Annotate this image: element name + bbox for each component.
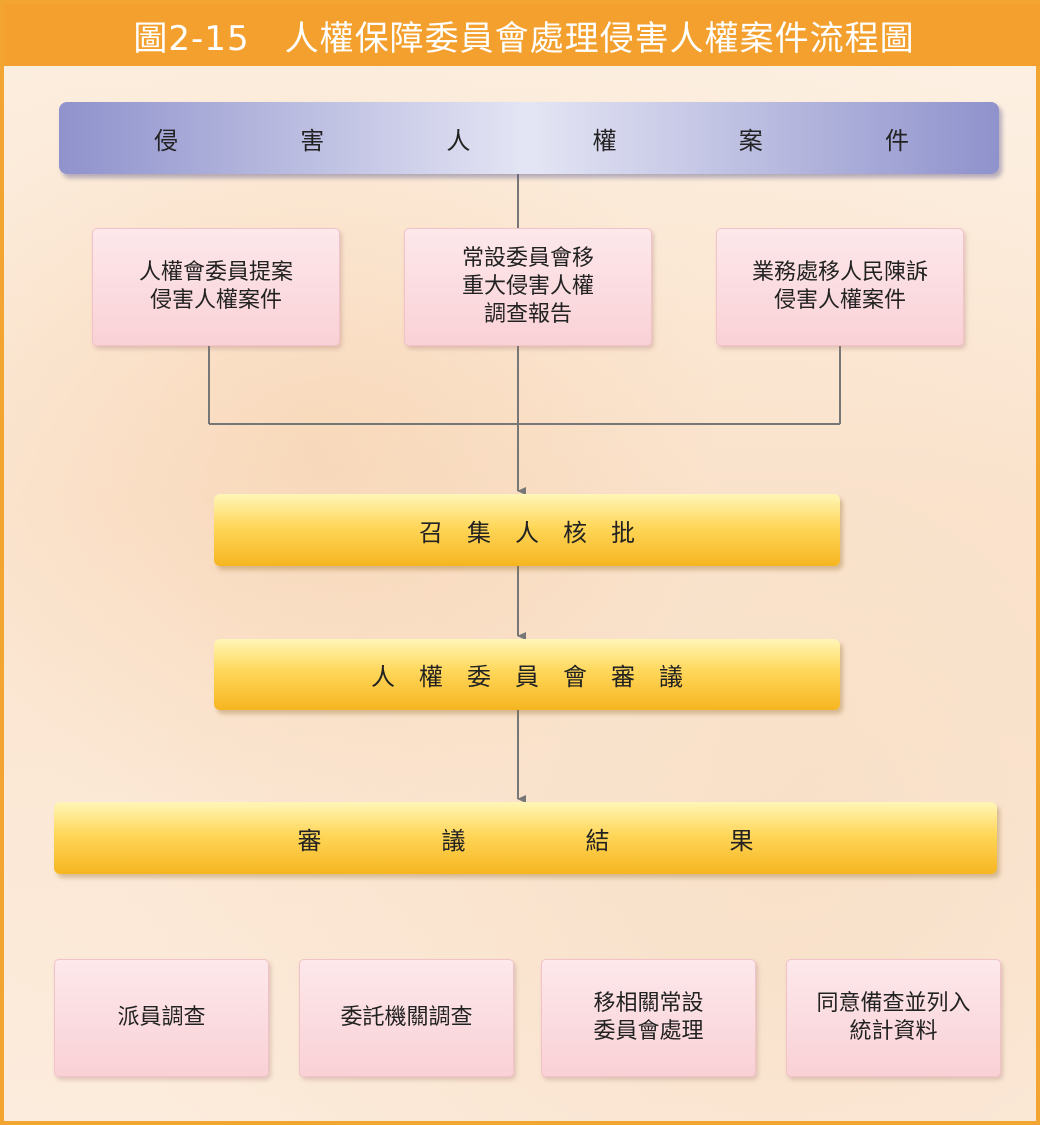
source-standing-committee: 常設委員會移 重大侵害人權 調查報告 — [404, 228, 652, 346]
top-bar-char: 害 — [300, 126, 325, 155]
source-line: 常設委員會移 — [461, 246, 594, 271]
outcome-line: 派員調查 — [117, 1005, 206, 1030]
outcome-record-statistics: 同意備查並列入 統計資料 — [786, 959, 1001, 1077]
source-member-proposal: 人權會委員提案 侵害人權案件 — [92, 228, 340, 346]
top-bar-char: 件 — [884, 126, 909, 155]
title-bar: 圖2-15 人權保障委員會處理侵害人權案件流程圖 — [4, 4, 1040, 66]
source-line: 侵害人權案件 — [149, 288, 282, 313]
outcome-line: 委託機關調查 — [340, 1005, 473, 1030]
convener-approval-bar: 召 集 人 核 批 — [214, 494, 840, 566]
source-business-office: 業務處移人民陳訴 侵害人權案件 — [716, 228, 964, 346]
step1-label: 召 集 人 核 批 — [419, 518, 635, 547]
source-line: 重大侵害人權 — [461, 274, 594, 299]
source-line: 調查報告 — [483, 302, 572, 327]
top-bar-char: 人 — [446, 126, 471, 155]
source-line: 人權會委員提案 — [138, 260, 293, 285]
outcome-line: 同意備查並列入 — [816, 991, 971, 1016]
review-result-bar: 審 議 結 果 — [54, 802, 997, 874]
connector-lines — [208, 172, 841, 803]
outcome-line: 委員會處理 — [593, 1019, 704, 1044]
infringement-case-bar: 侵 害 人 權 案 件 — [59, 102, 999, 174]
top-bar-char: 案 — [738, 126, 763, 155]
outcome-line: 移相關常設 — [593, 991, 704, 1016]
top-bar-char: 侵 — [154, 126, 178, 155]
result-label: 審 議 結 果 — [297, 826, 754, 855]
source-line: 侵害人權案件 — [773, 288, 906, 313]
committee-review-bar: 人 權 委 員 會 審 議 — [214, 639, 840, 710]
outcome-entrusted-investigation: 委託機關調查 — [299, 959, 514, 1077]
diagram-title: 圖2-15 人權保障委員會處理侵害人權案件流程圖 — [133, 18, 915, 59]
step2-label: 人 權 委 員 會 審 議 — [371, 663, 683, 691]
outcome-transfer-committee: 移相關常設 委員會處理 — [541, 959, 756, 1077]
outcome-line: 統計資料 — [849, 1019, 938, 1044]
source-line: 業務處移人民陳訴 — [751, 260, 928, 285]
outcome-dispatch-investigation: 派員調查 — [54, 959, 269, 1077]
top-bar-char: 權 — [592, 126, 617, 155]
